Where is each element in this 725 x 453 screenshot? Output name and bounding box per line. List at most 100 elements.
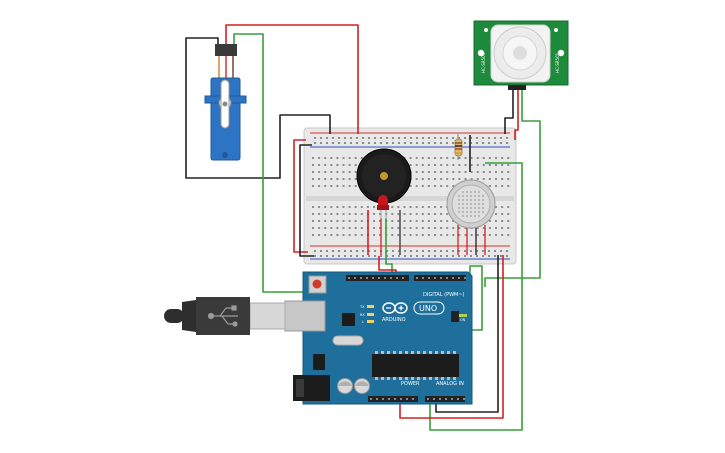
breadboard-hole: [338, 142, 340, 144]
gas-mesh-dot: [466, 199, 468, 201]
breadboard-hole: [434, 164, 436, 166]
gas-mesh-dot: [474, 211, 476, 213]
breadboard-hole: [476, 142, 478, 144]
breadboard-hole: [507, 206, 510, 208]
breadboard-hole: [318, 227, 321, 229]
rx-led-label: RX: [360, 313, 365, 317]
breadboard-hole: [507, 157, 510, 159]
breadboard-hole: [507, 164, 510, 166]
led-rim: [377, 205, 389, 210]
breadboard-hole: [434, 234, 436, 236]
breadboard-hole: [482, 137, 484, 139]
breadboard-hole: [458, 178, 461, 180]
breadboard-hole: [488, 227, 491, 229]
uno-badge-text: UNO: [419, 304, 437, 313]
breadboard-hole: [336, 227, 339, 229]
breadboard-hole: [380, 255, 382, 257]
breadboard-hole: [398, 255, 400, 257]
breadboard-hole: [415, 164, 418, 166]
breadboard-hole: [379, 213, 382, 215]
breadboard-hole: [446, 142, 448, 144]
header-pin: [378, 277, 380, 279]
chip-pin: [375, 377, 378, 380]
dc-barrel-opening: [296, 379, 304, 397]
pir-sensor: HC-SR501 HC-SR501: [473, 20, 569, 90]
header-pin: [445, 398, 447, 400]
breadboard-hole: [312, 213, 314, 215]
breadboard-hole: [421, 157, 424, 159]
breadboard-hole: [452, 227, 455, 229]
breadboard-hole: [452, 137, 454, 139]
chip-pin: [417, 351, 420, 354]
breadboard-hole: [440, 157, 443, 159]
breadboard-hole: [488, 250, 490, 252]
gas-mesh-dot: [466, 207, 468, 209]
breadboard-hole: [506, 137, 508, 139]
breadboard-hole: [488, 255, 490, 257]
gas-mesh-dot: [462, 191, 464, 193]
breadboard-hole: [458, 250, 460, 252]
breadboard-hole: [398, 142, 400, 144]
breadboard-hole: [427, 157, 430, 159]
gas-mesh-dot: [474, 215, 476, 217]
header-pin: [457, 398, 459, 400]
led: [377, 195, 389, 219]
top-header-pins: [348, 277, 466, 279]
pir-label-left: HC-SR501: [481, 52, 486, 73]
breadboard-hole: [330, 185, 333, 187]
breadboard-hole: [318, 178, 321, 180]
atmega-chip-pins: [375, 351, 456, 380]
breadboard-hole: [434, 227, 436, 229]
breadboard-hole: [470, 250, 472, 252]
breadboard-hole: [452, 142, 454, 144]
breadboard-hole: [409, 185, 412, 187]
gas-mesh-dot: [478, 215, 480, 217]
breadboard-hole: [386, 137, 388, 139]
breadboard-hole: [482, 255, 484, 257]
servo-connector: [215, 44, 237, 56]
breadboard-hole: [409, 164, 412, 166]
bottom-header-pins: [370, 398, 465, 400]
breadboard-hole: [421, 185, 424, 187]
breadboard-hole: [391, 213, 394, 215]
gas-mesh-dot: [478, 199, 480, 201]
header-pin: [464, 277, 466, 279]
breadboard-hole: [507, 234, 510, 236]
breadboard-hole: [314, 250, 316, 252]
breadboard-hole: [362, 255, 364, 257]
capacitor-2-top: [355, 381, 369, 386]
gas-mesh-dot: [462, 207, 464, 209]
breadboard-hole: [354, 234, 357, 236]
breadboard-hole: [386, 250, 388, 252]
l-led-label: L: [362, 320, 364, 324]
wire-servo-power: [225, 24, 359, 134]
breadboard-hole: [342, 206, 345, 208]
crystal-oscillator: [332, 335, 364, 346]
breadboard-hole: [356, 250, 358, 252]
servo-bottom-screw-icon: [222, 152, 228, 158]
breadboard-hole: [501, 164, 504, 166]
breadboard-hole: [318, 185, 321, 187]
breadboard-hole: [464, 157, 467, 159]
breadboard-hole: [500, 137, 502, 139]
breadboard-hole: [464, 227, 467, 229]
breadboard-hole: [336, 213, 339, 215]
breadboard-hole: [482, 164, 485, 166]
usb-cable[interactable]: [164, 297, 286, 335]
breadboard-hole: [415, 185, 418, 187]
breadboard-hole: [350, 250, 352, 252]
breadboard-hole: [421, 227, 424, 229]
breadboard-hole: [362, 250, 364, 252]
breadboard-hole: [476, 164, 479, 166]
breadboard-hole: [320, 250, 322, 252]
breadboard-hole: [409, 220, 412, 222]
breadboard-hole: [312, 206, 314, 208]
wire-servo-ground: [185, 37, 331, 179]
reset-button[interactable]: [312, 279, 322, 289]
breadboard-hole: [440, 206, 443, 208]
breadboard-hole: [336, 206, 339, 208]
header-pin: [406, 398, 408, 400]
breadboard-hole: [476, 227, 479, 229]
breadboard-hole: [409, 227, 412, 229]
breadboard-hole: [403, 213, 406, 215]
